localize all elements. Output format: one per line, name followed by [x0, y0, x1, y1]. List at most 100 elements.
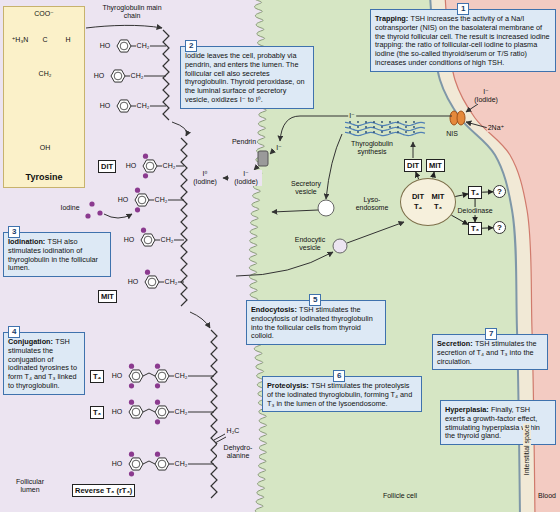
- secretory-vesicle: [318, 200, 334, 216]
- part-label: I⁻: [348, 112, 356, 120]
- callout-box: 7Secretion:TSH stimulates the secretion …: [432, 334, 548, 370]
- callout-box: Hyperplasia:Finally, TSH exerts a growth…: [440, 400, 556, 445]
- iodine-atom: [89, 201, 94, 206]
- phenol-ring: [129, 458, 143, 470]
- part-label: I⁻: [275, 144, 283, 152]
- ribosome-dot: [381, 131, 383, 133]
- part-label: Blood: [537, 492, 557, 500]
- molecule-box: Tyrosine: [3, 6, 85, 188]
- unknown-circle: ?: [493, 185, 506, 198]
- chemical-bond: [169, 376, 174, 377]
- callout-number: 7: [485, 328, 497, 340]
- part-label: HO: [117, 196, 130, 204]
- part-label: Interstitial space: [523, 424, 531, 477]
- part-label: Dehydro-alanine: [217, 444, 259, 460]
- aromatic-circle: [132, 460, 140, 468]
- ribosome-dot: [405, 121, 407, 123]
- aromatic-circle: [158, 372, 166, 380]
- hormone-box: T₃: [90, 406, 104, 419]
- node-label: DIT: [407, 161, 419, 170]
- part-label: Thyroglobulin synthesis: [344, 140, 400, 156]
- unknown-circle: ?: [493, 221, 506, 234]
- phenol-ring: [129, 370, 143, 382]
- process-arrow: [326, 134, 342, 199]
- process-arrow: [190, 312, 210, 328]
- callout-heading: Conjugation:: [8, 337, 53, 346]
- part-label: CH₂: [174, 460, 189, 468]
- node-label: T₃: [428, 202, 448, 212]
- chemical-bond: [144, 76, 166, 77]
- ribosome-dot: [405, 126, 407, 128]
- ribosome-dot: [397, 121, 399, 123]
- chemical-bond: [188, 464, 214, 465]
- node-label: DIT: [101, 162, 113, 171]
- callout-text: Hyperplasia:Finally, TSH exerts a growth…: [445, 406, 551, 441]
- callout-number: 1: [457, 3, 469, 15]
- endoplasmic-reticulum: [345, 127, 425, 130]
- iodine-atom: [155, 419, 160, 424]
- callout-box: 2Iodide leaves the cell, probably via pe…: [180, 46, 314, 109]
- part-label: HO: [123, 236, 136, 244]
- callout-box: 5Endocytosis:TSH stimulates the endocyto…: [246, 300, 386, 345]
- phenol-ring: [111, 70, 125, 82]
- callout-box: 6Proteolysis:TSH stimulates the proteoly…: [262, 376, 422, 412]
- ether-bond: [143, 373, 155, 376]
- iodine-atom: [155, 452, 160, 457]
- part-label: Lyso-endosome: [351, 196, 393, 212]
- part-label: HO: [99, 102, 112, 110]
- ribosome-dot: [373, 121, 375, 123]
- part-label: H: [64, 36, 71, 44]
- part-label: H₂C: [226, 427, 241, 435]
- process-arrow: [172, 122, 187, 136]
- part-label: 2Na⁺: [487, 124, 506, 132]
- iodine-atom: [129, 364, 134, 369]
- callout-box: 1Trapping:TSH increases the activity of …: [370, 9, 556, 72]
- ether-bond: [143, 409, 155, 412]
- process-arrow: [104, 214, 132, 218]
- process-arrow: [347, 222, 404, 243]
- iodine-atom: [135, 188, 140, 193]
- hormone-box: Reverse T₃ (rT₃): [72, 484, 135, 497]
- chemical-bond: [131, 46, 136, 47]
- ribosome-dot: [389, 121, 391, 123]
- part-label: CH₂: [162, 162, 177, 170]
- callout-text: Iodide leaves the cell, probably via pen…: [185, 52, 309, 105]
- iodine-atom: [129, 383, 134, 388]
- pendrin-symbol: [258, 151, 268, 166]
- ribosome-dot: [381, 121, 383, 123]
- part-label: CH₂: [160, 236, 175, 244]
- part-label: OH: [39, 144, 52, 152]
- process-arrow: [236, 252, 333, 276]
- node-label: T₄: [471, 188, 479, 197]
- callout-text: Endocytosis:TSH stimulates the endocytos…: [251, 306, 381, 341]
- callout-text: Conjugation:TSH stimulates the conjugati…: [8, 338, 80, 391]
- enzyme-label: Deiodinase: [457, 206, 494, 214]
- part-label: CH₂: [130, 72, 145, 80]
- chemical-bond: [150, 46, 166, 47]
- ribosome-dot: [413, 131, 415, 133]
- endoplasmic-reticulum: [345, 122, 425, 125]
- aromatic-circle: [158, 408, 166, 416]
- endoplasmic-reticulum: [345, 132, 425, 135]
- part-label: Secretory vesicle: [287, 180, 325, 196]
- ribosome-dot: [349, 126, 351, 128]
- phenol-ring: [117, 40, 131, 52]
- iodine-atom: [97, 210, 102, 215]
- phenol-ring: [141, 234, 155, 246]
- part-label: I⁰ (Iodine): [189, 170, 221, 186]
- iodine-atom: [135, 207, 140, 212]
- ribosome-dot: [357, 121, 359, 123]
- part-label: CH₂: [154, 196, 169, 204]
- ribosome-dot: [365, 131, 367, 133]
- process-arrow: [223, 178, 229, 179]
- part-label: HO: [127, 278, 140, 286]
- ribosome-dot: [373, 131, 375, 133]
- hormone-box: MIT: [426, 159, 445, 172]
- iodine-atom: [143, 173, 148, 178]
- ether-bond: [143, 461, 155, 464]
- nis-symbol: [457, 111, 465, 125]
- iodine-atom: [129, 452, 134, 457]
- part-label: Pendrin: [231, 138, 257, 146]
